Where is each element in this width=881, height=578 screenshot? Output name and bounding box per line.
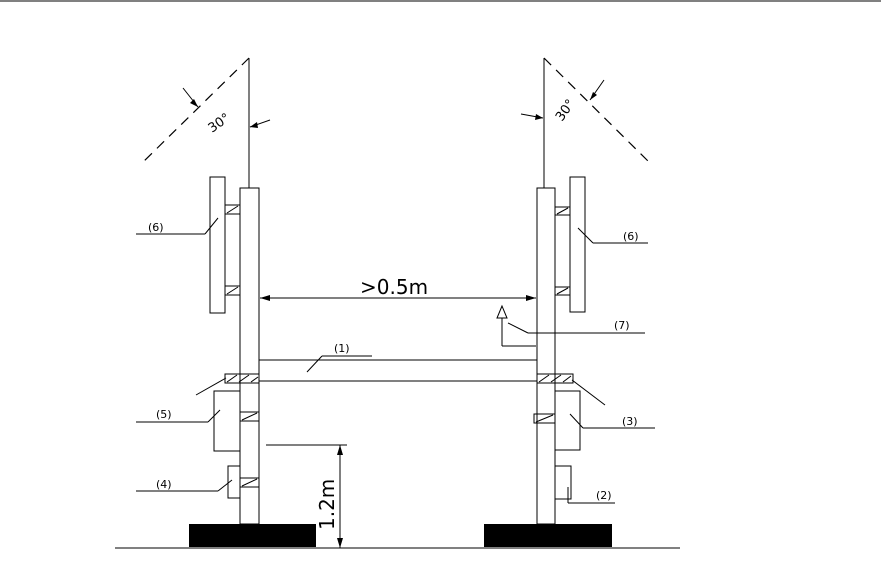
left-post-assembly: 30° (6) (5) (4) — [136, 58, 270, 524]
right-footing — [484, 524, 612, 547]
left-box-5 — [214, 391, 240, 451]
left-label-4: (4) — [156, 478, 172, 491]
right-label-3: (3) — [622, 415, 638, 428]
width-label: >0.5m — [360, 275, 428, 299]
left-angle-label: 30° — [206, 111, 233, 137]
rail-assembly: (1) — [259, 342, 537, 381]
right-post — [537, 188, 555, 524]
right-sign-panel — [570, 177, 585, 312]
left-sign-panel — [210, 177, 225, 313]
left-footing — [189, 524, 316, 547]
right-post-assembly: 30° (6) (3) (2) — [521, 58, 655, 524]
left-30-deg-line — [140, 58, 249, 165]
left-post — [240, 188, 259, 524]
right-angle-label: 30° — [553, 97, 579, 124]
right-label-2: (2) — [596, 489, 612, 502]
width-dimension: >0.5m — [260, 275, 536, 301]
right-box-2 — [555, 466, 571, 499]
right-label-6: (6) — [623, 230, 639, 243]
left-label-5: (5) — [156, 408, 172, 421]
rail-label-1: (1) — [334, 342, 350, 355]
label-7: (7) — [614, 319, 630, 332]
left-label-6: (6) — [148, 221, 164, 234]
height-label: 1.2m — [315, 479, 339, 530]
